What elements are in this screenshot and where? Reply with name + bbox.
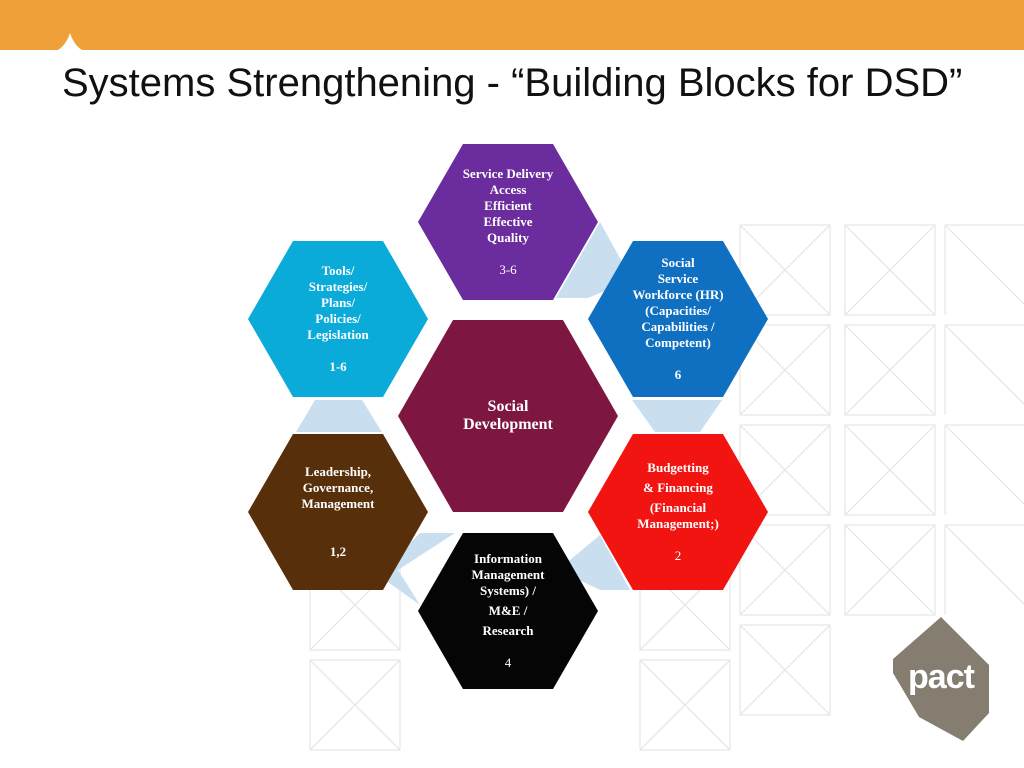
hex-leadership-text: Leadership, Governance, Management 1,2 (278, 464, 398, 560)
block-number: 6 (674, 367, 682, 382)
top-accent-shape (0, 0, 1024, 50)
hex-information: Information Management Systems) / M&E / … (418, 533, 598, 689)
block-gap (278, 512, 398, 528)
block-number: 3-6 (499, 262, 517, 277)
block-line: Effective (483, 214, 533, 229)
hex-workforce: Social Service Workforce (HR) (Capacitie… (588, 241, 768, 397)
block-line: Capabilities / (641, 319, 715, 334)
block-line: Systems) / (480, 583, 536, 598)
hex-workforce-text: Social Service Workforce (HR) (Capacitie… (618, 255, 738, 383)
hex-budgetting: Budgetting & Financing (Financial Manage… (588, 434, 768, 590)
hex-tools: Tools/ Strategies/ Plans/ Policies/ Legi… (248, 241, 428, 397)
hex-leadership: Leadership, Governance, Management 1,2 (248, 434, 428, 590)
pact-logo-text: pact (908, 658, 975, 696)
block-line: Legislation (307, 327, 369, 342)
hex-service-delivery: Service Delivery Access Efficient Effect… (418, 144, 598, 300)
block-line: Service (657, 271, 699, 286)
block-line: Access (489, 182, 527, 197)
block-line: & Financing (643, 480, 713, 495)
block-line: Management (301, 496, 375, 511)
hex-center-line: Development (463, 416, 553, 433)
connector-bottom-left (378, 533, 455, 605)
block-line: Competent) (645, 335, 711, 350)
pact-logo-shape (893, 617, 989, 741)
block-line: (Capacities/ (645, 303, 711, 318)
block-gap (448, 639, 568, 655)
hex-center-text: Social Development (433, 398, 583, 434)
block-line: (Financial (649, 500, 707, 515)
block-line: Plans/ (321, 295, 355, 310)
top-accent-bar (0, 0, 1024, 50)
slide-title: Systems Strengthening - “Building Blocks… (62, 61, 963, 105)
block-line: Management (471, 567, 545, 582)
block-line: Workforce (HR) (632, 287, 724, 302)
hex-center-line: Social (487, 398, 529, 415)
block-line: Efficient (484, 198, 532, 213)
block-gap (278, 528, 398, 544)
hex-budgetting-text: Budgetting & Financing (Financial Manage… (618, 460, 738, 564)
connector-left (296, 400, 382, 432)
block-line: Quality (487, 230, 529, 245)
hex-tools-text: Tools/ Strategies/ Plans/ Policies/ Legi… (278, 263, 398, 375)
block-line: Information (474, 551, 542, 566)
block-line: Service Delivery (462, 166, 554, 181)
block-line: Research (482, 623, 534, 638)
hex-service-delivery-text: Service Delivery Access Efficient Effect… (448, 166, 568, 278)
block-line: Policies/ (315, 311, 361, 326)
block-number: 4 (504, 655, 512, 670)
block-line: Budgetting (647, 460, 709, 475)
block-gap (618, 532, 738, 548)
block-gap (278, 343, 398, 359)
block-line: Tools/ (321, 263, 355, 278)
block-gap (448, 246, 568, 262)
block-number: 2 (674, 548, 682, 563)
block-gap (618, 351, 738, 367)
block-line: Social (661, 255, 695, 270)
block-line: Strategies/ (308, 279, 368, 294)
block-line: Governance, (302, 480, 374, 495)
pact-logo: pact (893, 617, 989, 741)
block-line: M&E / (488, 603, 528, 618)
block-number: 1-6 (329, 359, 347, 374)
block-line: Management;) (637, 516, 719, 531)
hex-information-text: Information Management Systems) / M&E / … (448, 551, 568, 671)
block-number: 1,2 (329, 544, 347, 559)
connector-right (632, 400, 722, 432)
block-line: Leadership, (304, 464, 372, 479)
